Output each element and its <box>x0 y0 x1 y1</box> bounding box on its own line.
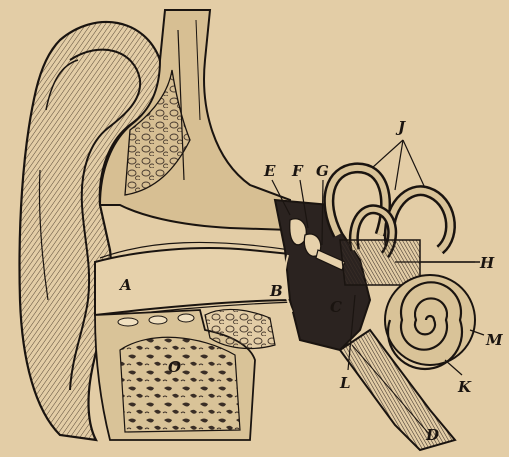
label-g: G <box>316 162 329 180</box>
label-h: H <box>479 254 495 272</box>
label-a: A <box>118 276 132 294</box>
label-d: D <box>425 426 439 444</box>
semicircular-canals <box>329 168 451 285</box>
mastoid-lower <box>95 309 275 440</box>
label-m: M <box>485 331 503 349</box>
label-e: E <box>263 162 276 180</box>
label-o: O <box>168 358 181 376</box>
cochlea <box>385 275 475 369</box>
label-f: F <box>291 162 304 180</box>
label-k: K <box>457 378 472 396</box>
label-b: B <box>269 282 283 300</box>
label-c: C <box>330 298 342 316</box>
label-l: L <box>339 374 351 392</box>
label-j: J <box>395 118 406 136</box>
